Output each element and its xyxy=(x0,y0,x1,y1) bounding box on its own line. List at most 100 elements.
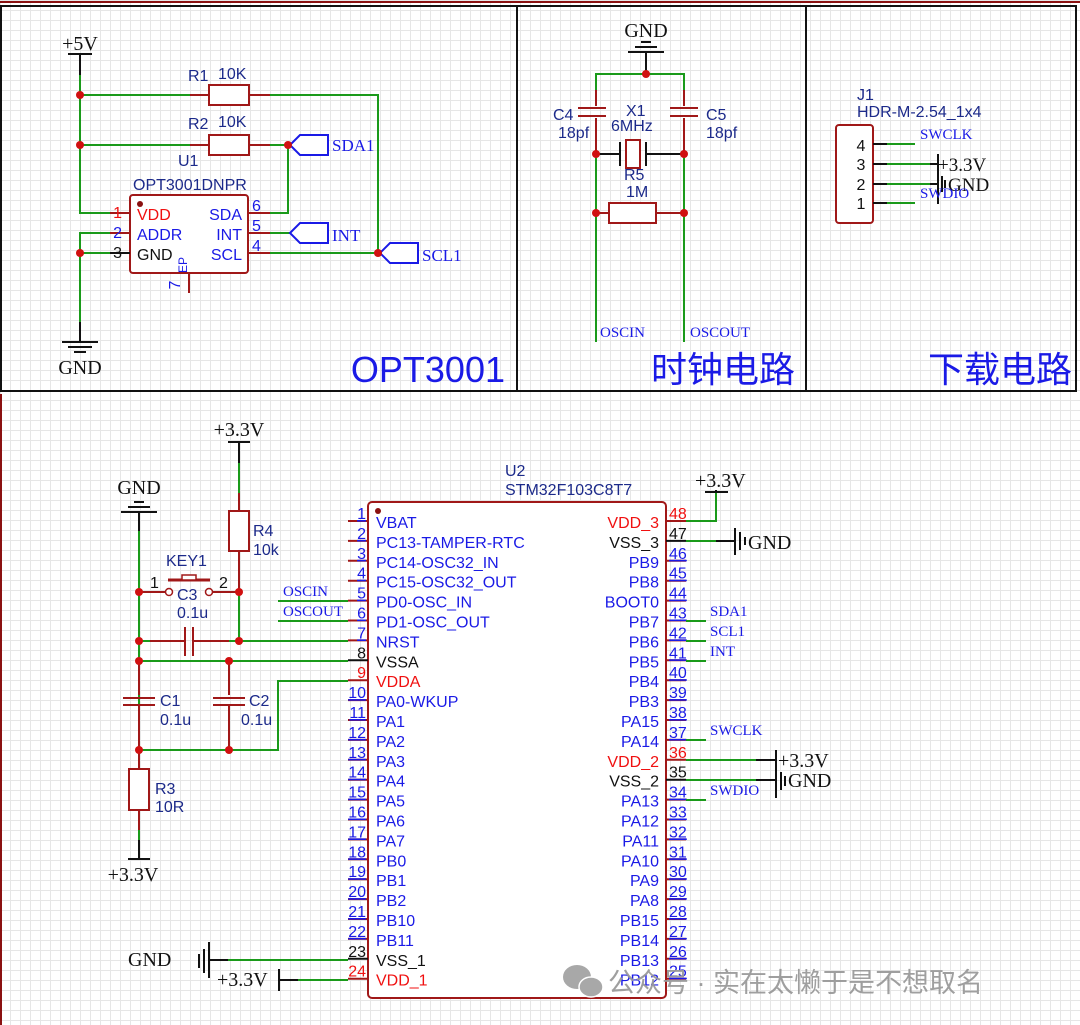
resistor-r5 xyxy=(608,202,657,224)
u1-pin3-name: GND xyxy=(137,247,173,264)
net-label-scl1: SCL1 xyxy=(422,246,462,265)
r2-ref: R2 xyxy=(188,116,209,133)
vss1-gnd-label: GND xyxy=(128,949,171,971)
u2-pin-number: 47 xyxy=(669,526,687,543)
u2-pin-number: 16 xyxy=(348,805,366,822)
u2-pin-number: 6 xyxy=(357,606,366,623)
u1-pin1-num: 1 xyxy=(113,205,122,222)
c1-ref: C1 xyxy=(160,693,181,710)
mcu-net-swdio: SWDIO xyxy=(710,783,759,799)
r5-value: 1M xyxy=(626,184,648,201)
u2-pin-number: 36 xyxy=(669,745,687,762)
u2-pin-name: PA7 xyxy=(376,833,405,850)
u2-pin-number: 38 xyxy=(669,705,687,722)
u2-pin-name: PB5 xyxy=(629,654,659,671)
c1-value: 0.1u xyxy=(160,712,191,729)
u2-pin-number: 27 xyxy=(669,924,687,941)
u1-ep-name: EP xyxy=(176,257,190,273)
u2-ref: U2 xyxy=(505,463,526,480)
u2-pin-number: 23 xyxy=(348,944,366,961)
j1-part: HDR-M-2.54_1x4 xyxy=(857,104,982,121)
u2-pin-name: VSS_2 xyxy=(609,774,659,791)
u2-pin-name: PB13 xyxy=(620,953,659,970)
j1-ref: J1 xyxy=(857,87,874,104)
u2-pin-name: PD0-OSC_IN xyxy=(376,595,472,612)
u2-pin-number: 3 xyxy=(357,546,366,563)
u1-pin4-name: SCL xyxy=(211,247,242,264)
u2-pin-name: VSSA xyxy=(376,654,419,671)
j1-net-swdio: SWDIO xyxy=(920,186,969,202)
u1-pin5-name: INT xyxy=(216,227,242,244)
r1-value: 10K xyxy=(218,66,247,83)
mcu-net-scl1: SCL1 xyxy=(710,624,745,640)
j1-net-gnd: GND xyxy=(948,175,989,196)
gnd-label: GND xyxy=(58,357,101,379)
j1-net-swclk: SWCLK xyxy=(920,127,973,143)
u2-pin-number: 37 xyxy=(669,725,687,742)
x1-ref: X1 xyxy=(626,103,646,120)
u2-pin-name: PB8 xyxy=(629,575,659,592)
j1-pin4: 4 xyxy=(857,138,866,155)
u2-pin-number: 45 xyxy=(669,566,687,583)
section-title-download: 下载电路 xyxy=(928,349,1072,390)
u1-pin6-num: 6 xyxy=(252,198,261,215)
u1-pin1-name: VDD xyxy=(137,207,171,224)
u2-pin-name: PA3 xyxy=(376,754,405,771)
u2-pin-number: 46 xyxy=(669,546,687,563)
u2-pin-number: 32 xyxy=(669,824,687,841)
u2-pin-number: 12 xyxy=(348,725,366,742)
mcu-net-sda1: SDA1 xyxy=(710,604,748,620)
vdd1-power-label: +3.3V xyxy=(217,969,268,991)
u1-pin2-num: 2 xyxy=(113,225,122,242)
u2-pin-number: 10 xyxy=(348,685,366,702)
section-title-clock: 时钟电路 xyxy=(651,349,795,390)
u2-pin-number: 13 xyxy=(348,745,366,762)
mcu-net-oscin: OSCIN xyxy=(283,584,328,600)
r4-ref: R4 xyxy=(253,523,274,540)
key1-pin2: 2 xyxy=(219,575,228,592)
u2-pin-name: PB7 xyxy=(629,615,659,632)
u2-pin-number: 34 xyxy=(669,785,687,802)
u2-pin-name: PB3 xyxy=(629,694,659,711)
u2-pin-name: PB15 xyxy=(620,913,659,930)
u2-pin-number: 22 xyxy=(348,924,366,941)
net-label-sda1: SDA1 xyxy=(332,136,375,155)
c3-ref: C3 xyxy=(177,587,198,604)
x1-value: 6MHz xyxy=(611,118,653,135)
mcu-net-swclk: SWCLK xyxy=(710,723,763,739)
resistor-r2 xyxy=(208,134,250,156)
c5-ref: C5 xyxy=(706,107,727,124)
u2-pin-number: 14 xyxy=(348,765,366,782)
u2-pin-name: PA11 xyxy=(622,833,659,850)
u2-pin-name: PA14 xyxy=(621,734,659,751)
u2-pin-number: 8 xyxy=(357,645,366,662)
r4-value: 10k xyxy=(253,542,280,559)
u2-pin-number: 33 xyxy=(669,805,687,822)
u2-pin-name: VDD_1 xyxy=(376,973,428,990)
key1-pin1: 1 xyxy=(150,575,159,592)
u1-pin5-num: 5 xyxy=(252,218,261,235)
u2-pin-number: 31 xyxy=(669,844,687,861)
top-frame xyxy=(0,5,1077,392)
u2-pin-name: PA6 xyxy=(376,814,405,831)
key1-ref: KEY1 xyxy=(166,553,207,570)
u2-pin-name: PA4 xyxy=(376,774,405,791)
net-label-oscout: OSCOUT xyxy=(690,325,750,341)
u2-pin-number: 41 xyxy=(669,645,687,662)
u2-pin-name: PA13 xyxy=(621,794,659,811)
u2-pin-name: PB0 xyxy=(376,853,406,870)
u2-pin-name: PA2 xyxy=(376,734,405,751)
u2-pin-name: PB12 xyxy=(620,973,659,990)
net-flag-sda1-icon xyxy=(288,134,329,156)
ic-u2 xyxy=(367,501,667,999)
u2-pin-number: 7 xyxy=(357,625,366,642)
r3-ref: R3 xyxy=(155,781,176,798)
u2-pin-name: PC13-TAMPER-RTC xyxy=(376,535,525,552)
resistor-r3 xyxy=(128,768,150,811)
vdd2-power-label: +3.3V xyxy=(778,750,829,772)
u2-pin-number: 42 xyxy=(669,625,687,642)
u2-pin-number: 2 xyxy=(357,526,366,543)
u1-pin7-num: 7 xyxy=(167,280,184,289)
u2-part: STM32F103C8T7 xyxy=(505,482,632,499)
